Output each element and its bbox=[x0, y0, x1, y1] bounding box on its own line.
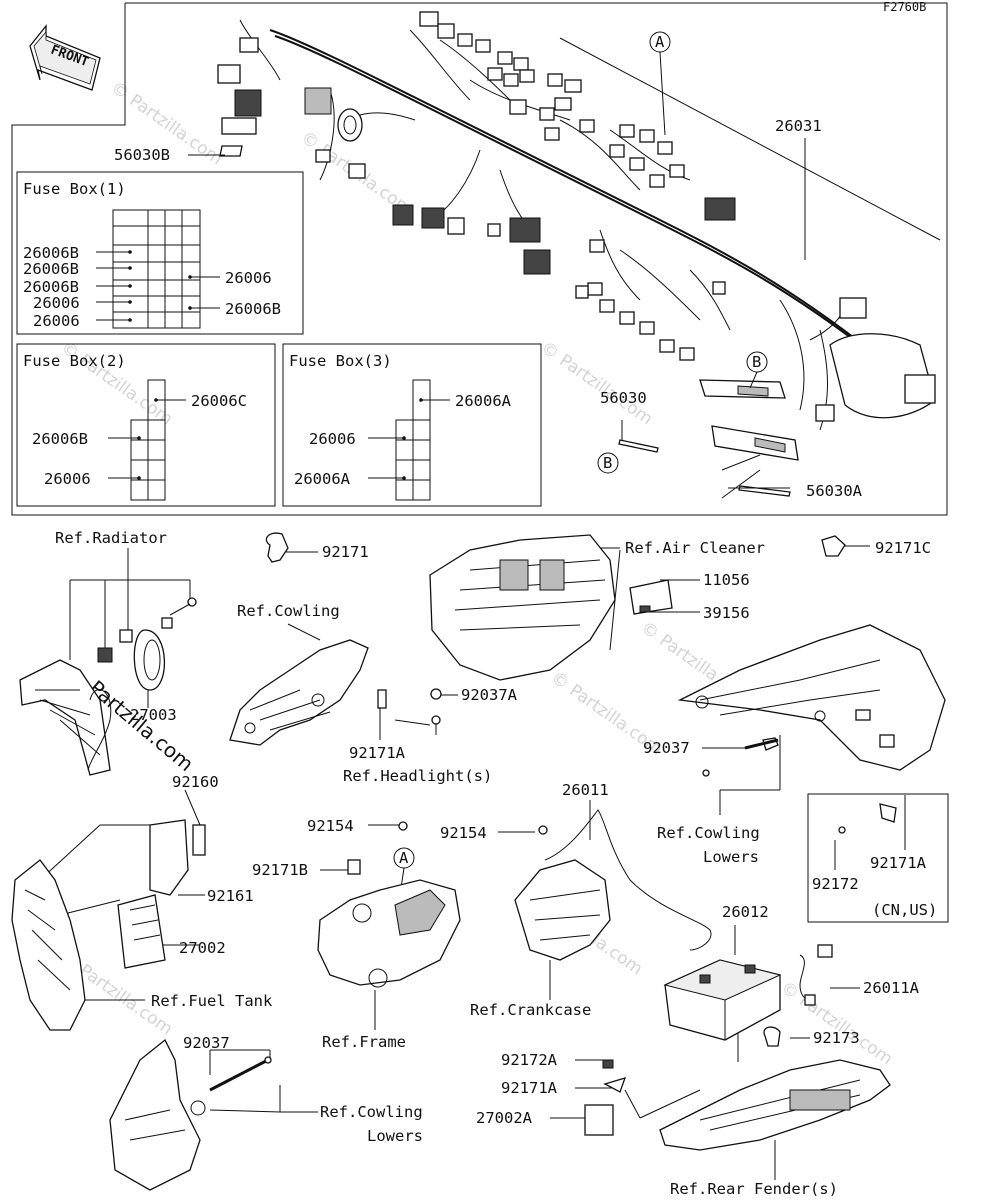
part-label: 92171B bbox=[252, 861, 308, 879]
air-cleaner-housing bbox=[429, 534, 673, 681]
clip-92171c bbox=[821, 535, 846, 557]
part-label: 56030B bbox=[114, 146, 170, 164]
part-label: 92171A bbox=[870, 854, 927, 872]
rear-seat-cowl bbox=[677, 624, 946, 771]
part-label: 92173 bbox=[813, 1029, 860, 1047]
diagram-code: F2760B bbox=[883, 0, 926, 14]
front-arrow-icon: FRONT bbox=[29, 24, 101, 91]
region-note: (CN,US) bbox=[872, 901, 937, 919]
fuse-label: 26006C bbox=[191, 392, 247, 410]
main-wiring-harness bbox=[217, 11, 936, 431]
ref-label: Ref.Fuel Tank bbox=[151, 992, 273, 1010]
ref-label: Ref.Radiator bbox=[55, 529, 167, 547]
part-label: 39156 bbox=[703, 604, 750, 622]
part-label: 92171A bbox=[501, 1079, 558, 1097]
harness-frame bbox=[11, 2, 948, 516]
callout-b-top: B bbox=[746, 351, 768, 389]
fuse-label: 26006A bbox=[294, 470, 351, 488]
svg-text:A: A bbox=[399, 849, 409, 867]
fuse-box-3: Fuse Box(3) 26006A 26006 26006A bbox=[282, 343, 542, 507]
fuse-label: 26006B bbox=[225, 300, 281, 318]
ref-label: Ref.Frame bbox=[322, 1033, 406, 1051]
part-label: 92171A bbox=[349, 744, 406, 762]
clamp-56030 bbox=[618, 439, 659, 453]
fuse-label: 26006B bbox=[23, 278, 79, 296]
part-label: 27002 bbox=[179, 939, 226, 957]
ref-label: Ref.Rear Fender(s) bbox=[670, 1180, 838, 1198]
clamp-56030b bbox=[219, 145, 243, 157]
part-label: 27002A bbox=[476, 1109, 533, 1127]
fuse-label: 26006B bbox=[23, 244, 79, 262]
fuse-box-3-title: Fuse Box(3) bbox=[289, 352, 392, 370]
fuse-box-1-title: Fuse Box(1) bbox=[23, 180, 126, 198]
part-label: 92172A bbox=[501, 1051, 558, 1069]
fuse-label: 26006A bbox=[455, 392, 512, 410]
frame-section bbox=[317, 821, 461, 988]
callout-b-left: B bbox=[597, 452, 619, 474]
fuse-label: 26006 bbox=[33, 312, 80, 330]
part-label: 26011 bbox=[562, 781, 609, 799]
part-label: 92161 bbox=[207, 887, 254, 905]
part-label: 56030A bbox=[806, 482, 863, 500]
callout-a-top: A bbox=[649, 31, 671, 136]
watermark: © Partzilla.com bbox=[537, 338, 656, 430]
harness-bracket-b bbox=[699, 379, 799, 461]
fuse-label: 26006 bbox=[33, 294, 80, 312]
svg-text:A: A bbox=[655, 33, 665, 51]
part-label: 56030 bbox=[600, 389, 647, 407]
screw-92037 bbox=[702, 769, 710, 777]
fuse-label: 26006B bbox=[23, 260, 79, 278]
part-label: 92171 bbox=[322, 543, 369, 561]
part-label: 26031 bbox=[775, 117, 822, 135]
fuse-box-1: Fuse Box(1) 26006B 26006B 26006B 26006 2… bbox=[16, 171, 304, 335]
clip-92171 bbox=[265, 532, 289, 563]
part-label: 92037 bbox=[183, 1034, 230, 1052]
crankcase-bracket bbox=[514, 809, 712, 961]
fuse-box-2: Fuse Box(2) 26006C 26006B 26006 bbox=[16, 343, 276, 507]
ref-label: Ref.Cowling bbox=[657, 824, 760, 842]
ref-label: Lowers bbox=[703, 848, 759, 866]
fuse-box-2-title: Fuse Box(2) bbox=[23, 352, 126, 370]
part-label: 11056 bbox=[703, 571, 750, 589]
ref-label: Ref.Cowling bbox=[237, 602, 340, 620]
fuse-label: 26006 bbox=[44, 470, 91, 488]
svg-text:B: B bbox=[752, 353, 761, 371]
part-label: 92037 bbox=[643, 739, 690, 757]
cowling-bracket bbox=[229, 639, 441, 746]
fuse-label: 26006B bbox=[32, 430, 88, 448]
part-label: 27003 bbox=[130, 706, 177, 724]
fuse-label: 26006 bbox=[225, 269, 272, 287]
ref-label: Ref.Air Cleaner bbox=[625, 539, 765, 557]
part-label: 92172 bbox=[812, 875, 859, 893]
radiator-horn-assembly bbox=[19, 597, 197, 776]
part-label: 92154 bbox=[307, 817, 354, 835]
ref-label: Ref.Headlight(s) bbox=[343, 767, 492, 785]
ref-label: Lowers bbox=[367, 1127, 423, 1145]
cn-us-detail-box bbox=[807, 793, 949, 923]
part-label: 92154 bbox=[440, 824, 487, 842]
cable-26011a bbox=[799, 944, 833, 1006]
ecu-fuel-tank-assembly bbox=[11, 819, 206, 1031]
fuse-label: 26006 bbox=[309, 430, 356, 448]
part-label: 92160 bbox=[172, 773, 219, 791]
lower-cowling bbox=[109, 1038, 272, 1191]
ref-label: Ref.Crankcase bbox=[470, 1001, 591, 1019]
clip-92173 bbox=[763, 1026, 781, 1047]
part-label: 26011A bbox=[863, 979, 920, 997]
battery-26012 bbox=[663, 959, 782, 1041]
part-label: 92171C bbox=[875, 539, 931, 557]
part-label: 26012 bbox=[722, 903, 769, 921]
ref-label: Ref.Cowling bbox=[320, 1103, 423, 1121]
part-label: 92037A bbox=[461, 686, 518, 704]
part-labels: 56030B 26031 56030 56030A Ref.Radiator 9… bbox=[55, 117, 937, 1198]
rear-fender bbox=[584, 1059, 891, 1151]
svg-text:B: B bbox=[603, 454, 612, 472]
bolt-92037a bbox=[430, 688, 442, 700]
